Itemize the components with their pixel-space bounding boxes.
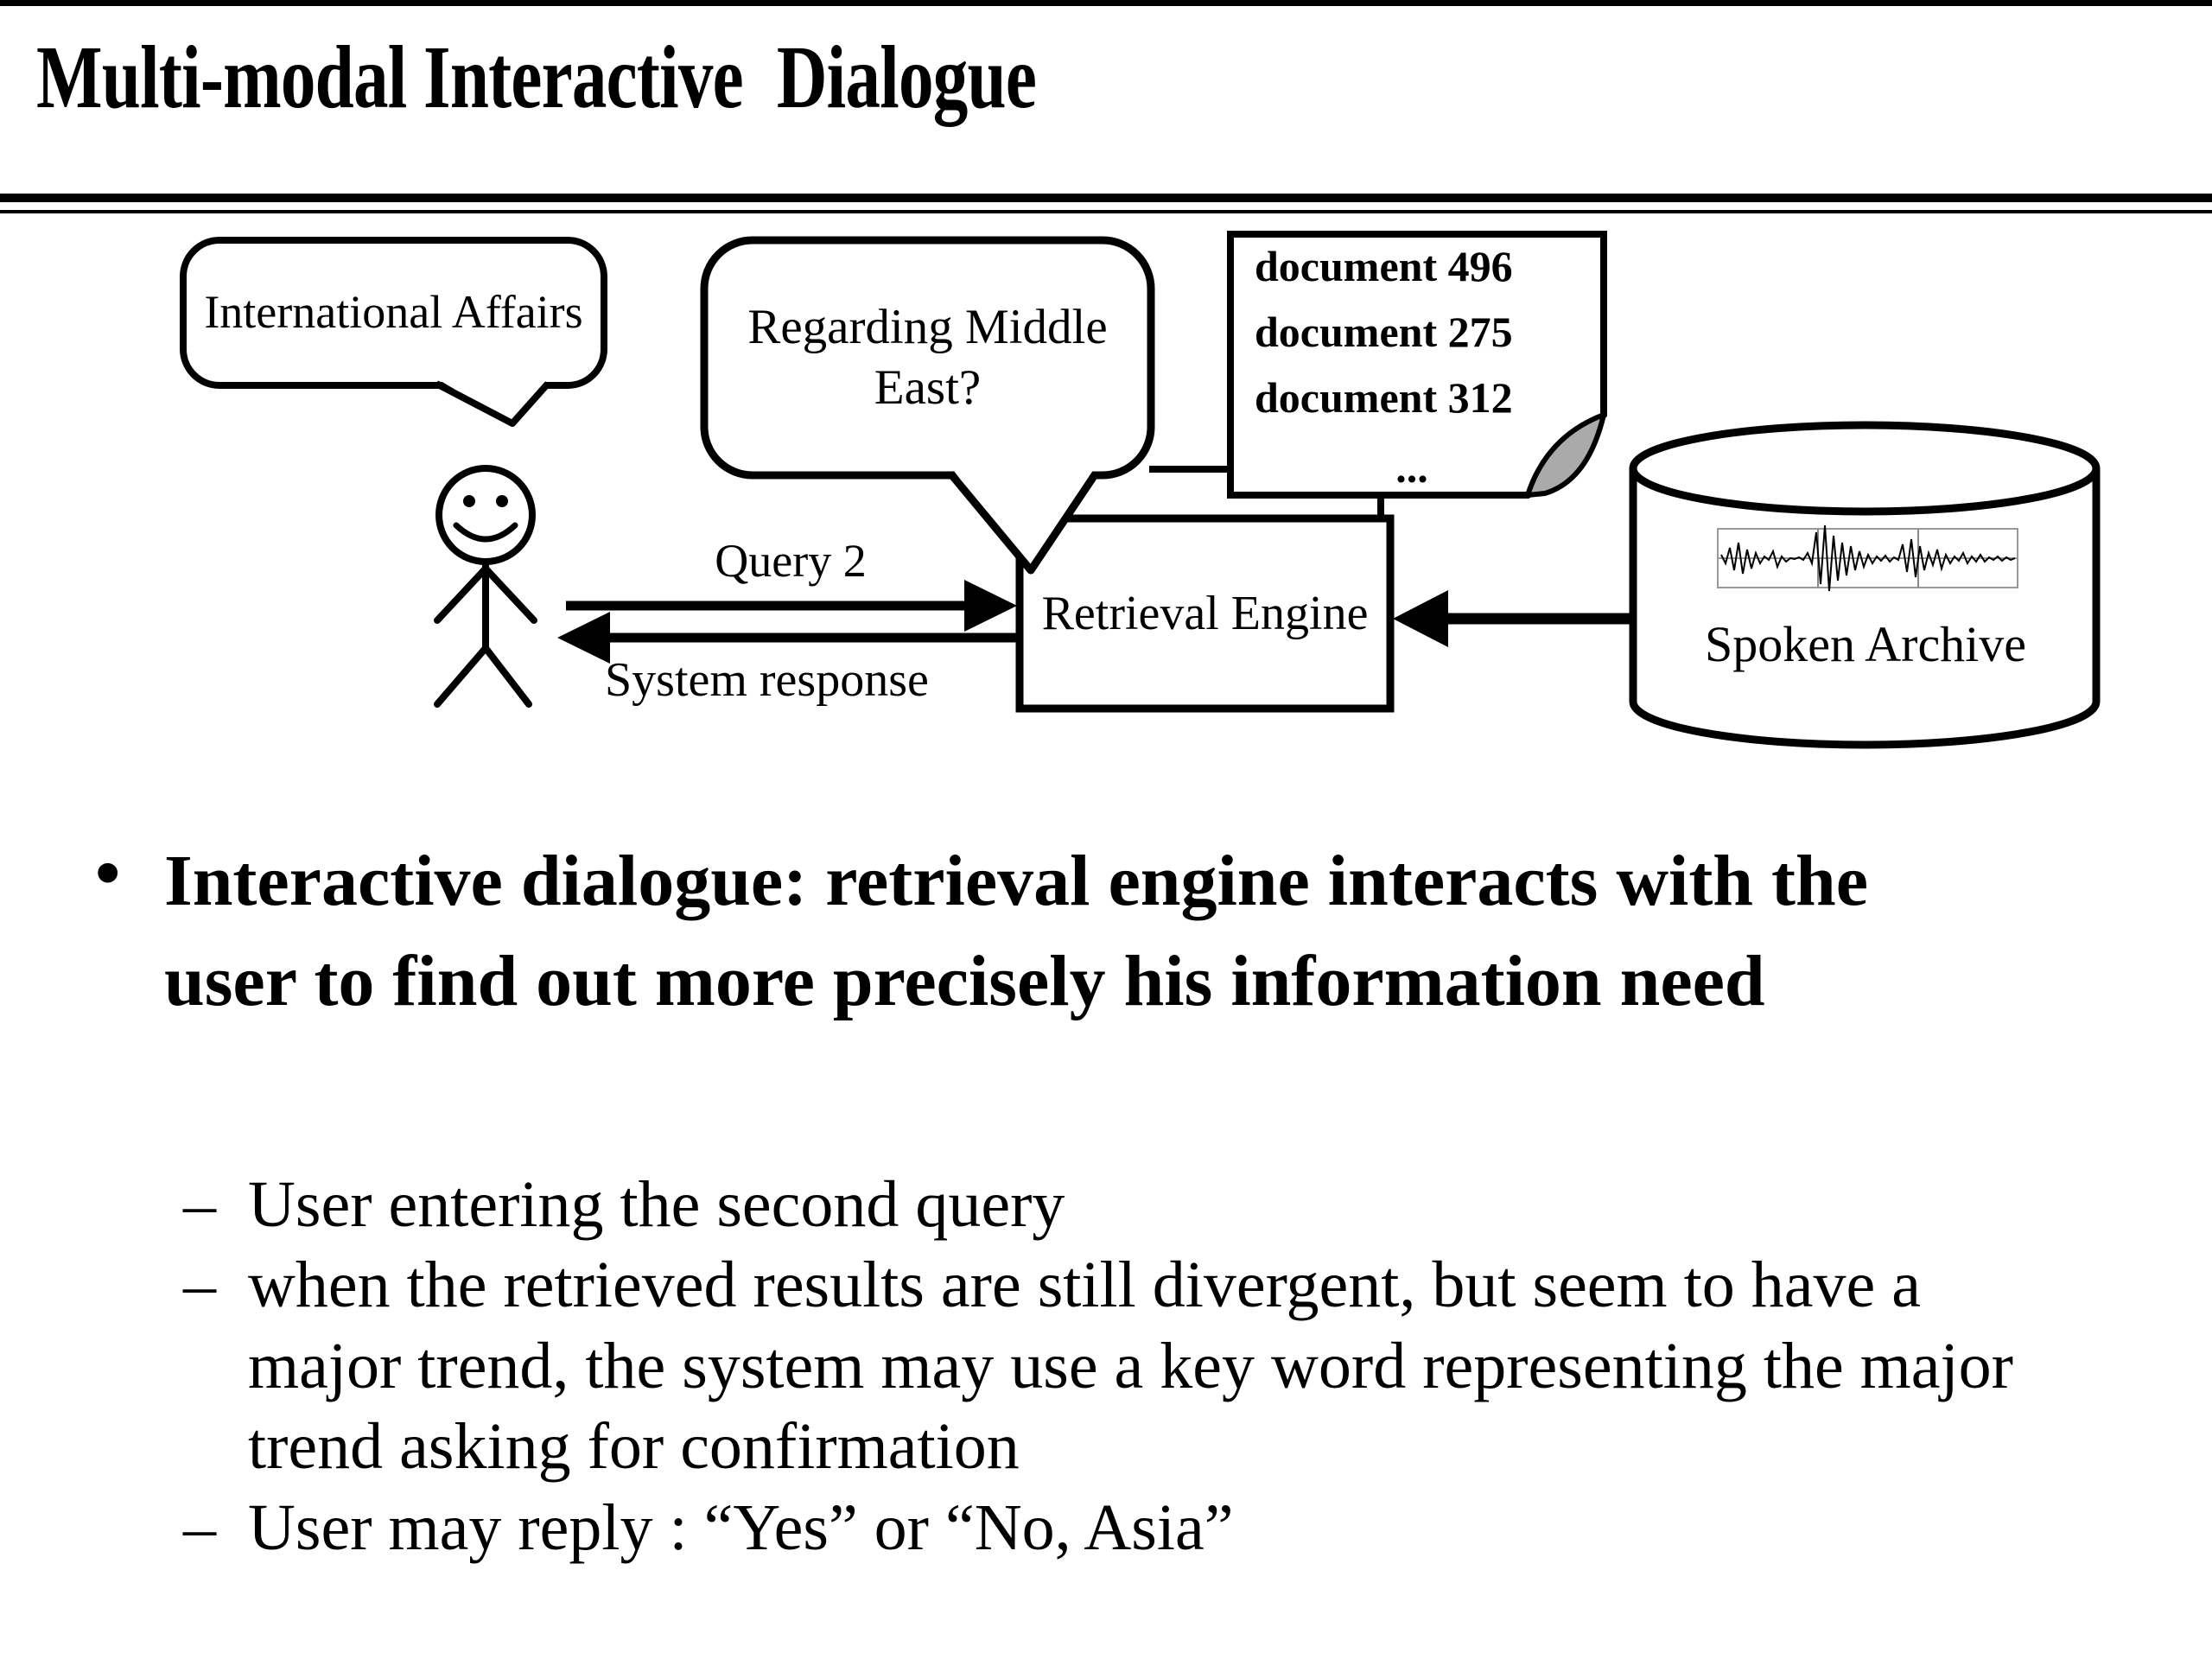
document-list-item: document 496 — [1255, 242, 1513, 290]
main-bullet-text: Interactive dialogue: retrieval engine i… — [164, 841, 1868, 1021]
document-list-ellipsis: ... — [1395, 443, 1428, 492]
slide-title: Multi-modal Interactive Dialogue — [36, 28, 1037, 127]
sub-bullet: – User entering the second query — [183, 1165, 2093, 1245]
sub-bullet: – when the retrieved results are still d… — [183, 1245, 2093, 1487]
sub-bullet-text: when the retrieved results are still div… — [248, 1249, 2013, 1484]
system-bubble-label: Regarding Middle East? — [747, 300, 1108, 415]
dash-marker: – — [183, 1249, 216, 1322]
spoken-archive-cylinder — [1629, 421, 2101, 749]
user-stick-figure-icon — [434, 465, 537, 708]
sub-bullet: – User may reply : “Yes” or “No, Asia” — [183, 1488, 2093, 1568]
bullet-marker: • — [95, 833, 121, 913]
dash-marker: – — [183, 1168, 216, 1241]
user-bubble-label: International Affairs — [204, 286, 583, 339]
sub-bullet-list: – User entering the second query – when … — [183, 1165, 2093, 1568]
spoken-archive-label: Spoken Archive — [1704, 616, 2027, 672]
slide-top-border — [0, 0, 2212, 6]
query-arrow-label: Query 2 — [715, 535, 867, 587]
response-arrow-label: System response — [605, 653, 929, 707]
title-rule-thick — [0, 194, 2212, 202]
archive-arrow — [1393, 590, 1631, 647]
retrieval-engine-label: Retrieval Engine — [1041, 586, 1369, 640]
dash-marker: – — [183, 1491, 216, 1564]
document-list-item: document 275 — [1255, 308, 1513, 356]
document-list-item: document 312 — [1255, 373, 1513, 422]
query-arrow — [566, 580, 1017, 632]
sub-bullet-text: User may reply : “Yes” or “No, Asia” — [248, 1491, 1234, 1564]
title-rule-thin — [0, 210, 2212, 213]
main-bullet: • Interactive dialogue: retrieval engine… — [95, 831, 2048, 1032]
waveform-image — [1717, 524, 2018, 592]
sub-bullet-text: User entering the second query — [248, 1168, 1065, 1241]
